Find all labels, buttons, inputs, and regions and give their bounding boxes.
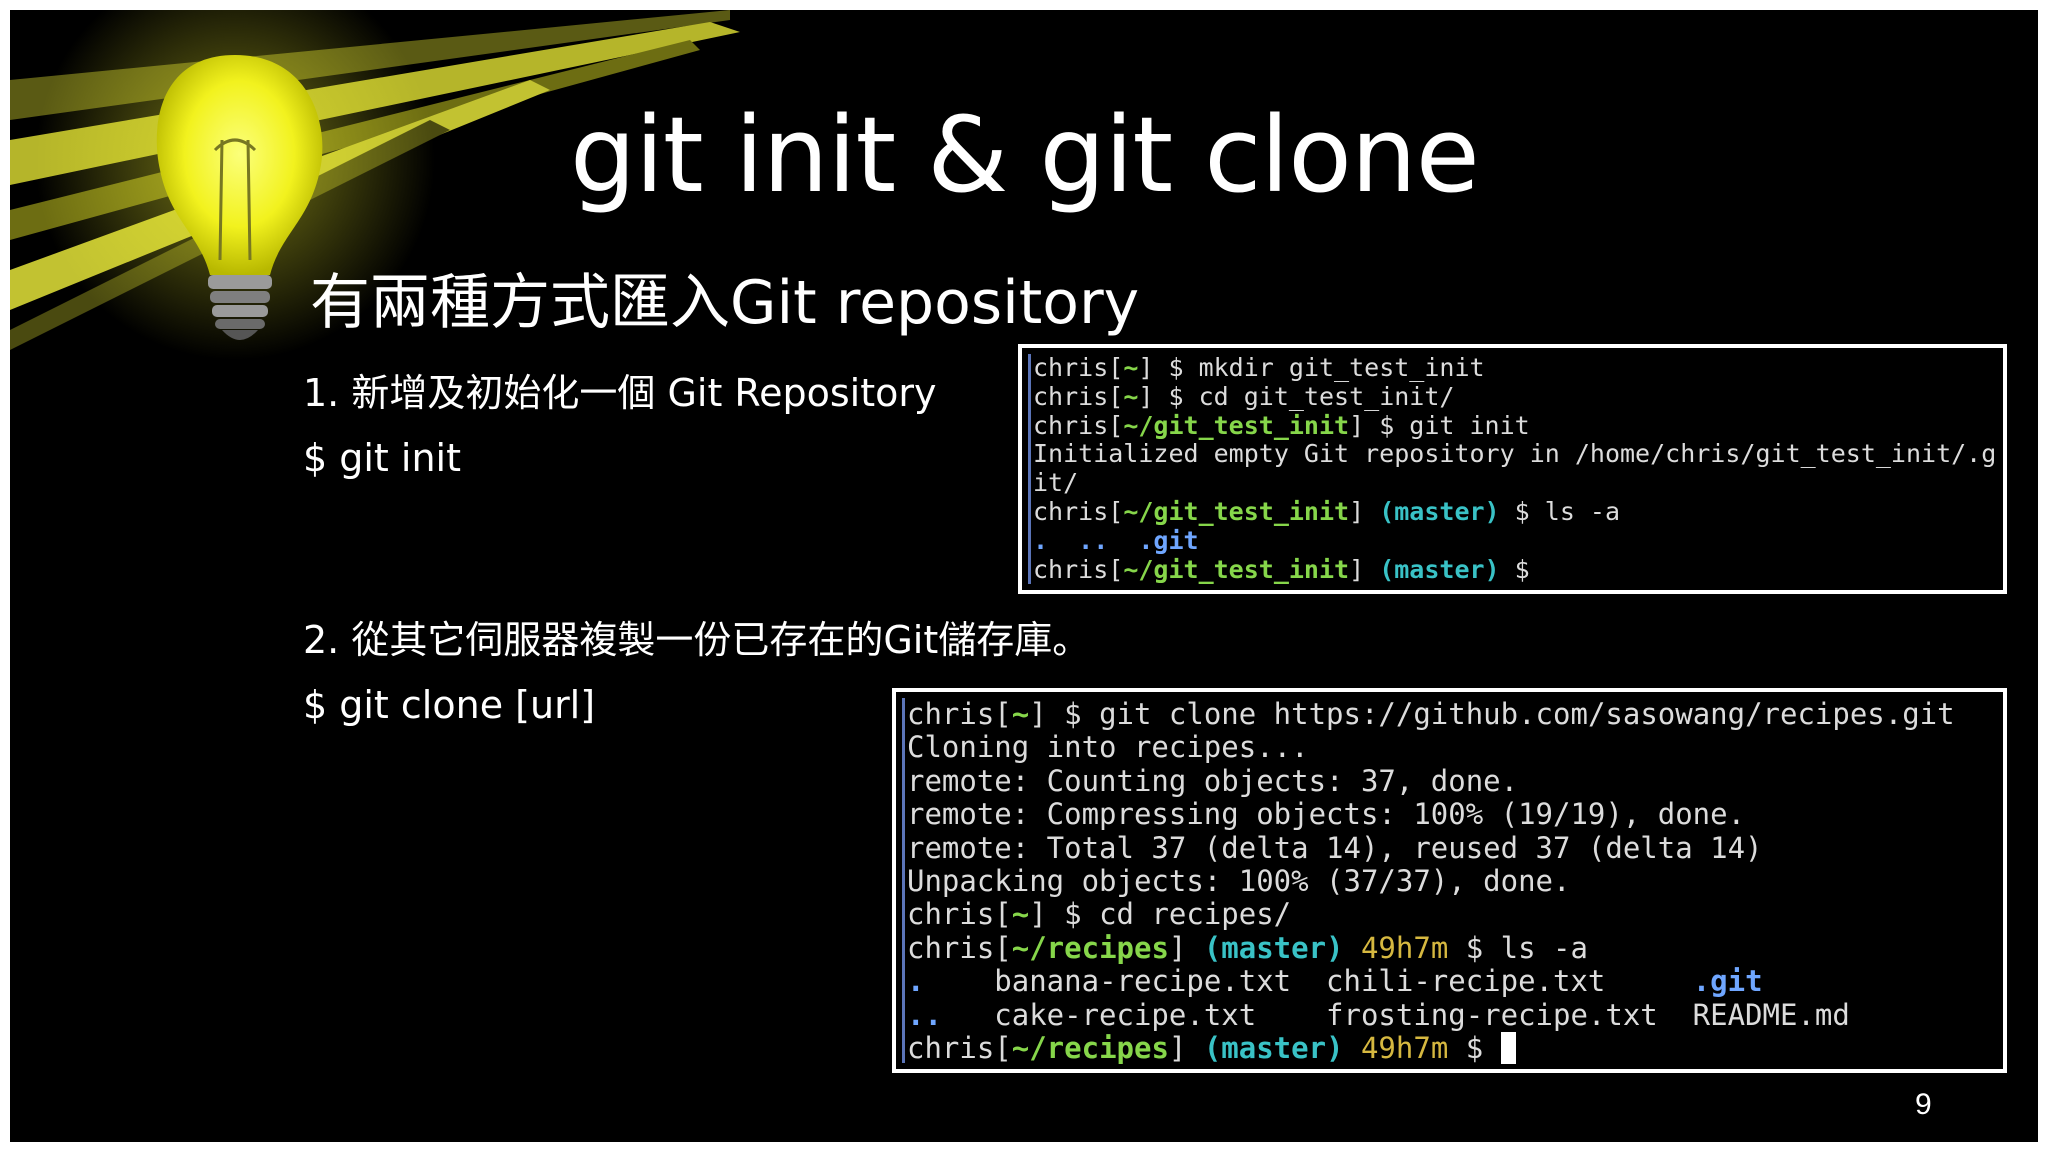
lightbulb-icon [156, 55, 323, 340]
terminal-line: chris[~/recipes] (master) 49h7m $ ls -a [907, 930, 1588, 965]
terminal-line: . .. .git [1033, 525, 1199, 555]
item-1-command: $ git init [303, 436, 462, 480]
item-2-latin: Git [883, 618, 939, 662]
terminal-line: . banana-recipe.txt chili-recipe.txt .gi… [907, 964, 1763, 999]
subtitle-cjk: 有兩種方式匯入 [310, 268, 730, 338]
item-2-cjk-a: 從其它伺服器複製一份已存在的 [351, 618, 884, 662]
terminal-line: chris[~/recipes] (master) 49h7m $ [905, 1031, 1997, 1065]
terminal-line: chris[~/git_test_init] (master) $ ls -a [1033, 496, 1621, 526]
terminal-line: chris[~] $ cd git_test_init/ [1033, 381, 1455, 411]
terminal-line: Initialized empty Git repository in /hom… [1033, 439, 1997, 469]
item-1-number: 1. [303, 371, 352, 415]
item-1-latin: Git Repository [655, 371, 937, 415]
page-number: 9 [1915, 1088, 1932, 1121]
terminal-line: chris[~/git_test_init] $ git init [1033, 410, 1530, 440]
terminal-git-clone: chris[~] $ git clone https://github.com/… [892, 688, 2007, 1073]
item-2-command: $ git clone [url] [303, 683, 596, 727]
slide-subtitle: 有兩種方式匯入Git repository [310, 265, 1139, 341]
item-2-cjk-b: 儲存庫。 [938, 618, 1091, 662]
terminal-line: remote: Total 37 (delta 14), reused 37 (… [907, 830, 1763, 865]
item-2-number: 2. [303, 618, 352, 662]
terminal-line: chris[~] $ git clone https://github.com/… [907, 697, 1955, 731]
terminal-clone-content: chris[~] $ git clone https://github.com/… [902, 697, 1997, 1065]
terminal-line: chris[~] $ mkdir git_test_init [1033, 353, 1485, 382]
terminal-line: chris[~] $ cd recipes/ [907, 897, 1292, 932]
subtitle-latin: Git repository [730, 268, 1140, 338]
terminal-line: remote: Counting objects: 37, done. [907, 763, 1519, 798]
slide: git init & git clone 有兩種方式匯入Git reposito… [10, 10, 2038, 1142]
item-1-heading: 1. 新增及初始化一個 Git Repository [303, 368, 936, 418]
terminal-line: .. cake-recipe.txt frosting-recipe.txt R… [907, 997, 1850, 1032]
slide-title: git init & git clone [570, 94, 1480, 216]
terminal-init-content: chris[~] $ mkdir git_test_init chris[~] … [1028, 353, 1999, 584]
item-2-heading: 2. 從其它伺服器複製一份已存在的Git儲存庫。 [303, 615, 1090, 665]
terminal-git-init: chris[~] $ mkdir git_test_init chris[~] … [1018, 344, 2007, 594]
terminal-line: Cloning into recipes... [907, 730, 1309, 765]
terminal-line: it/ [1033, 468, 1079, 498]
item-1-cjk: 新增及初始化一個 [351, 371, 656, 415]
lightbulb-decoration [10, 10, 740, 360]
terminal-cursor [1500, 1032, 1516, 1065]
terminal-line: remote: Compressing objects: 100% (19/19… [907, 797, 1746, 832]
terminal-line: chris[~/git_test_init] (master) $ [1033, 554, 1530, 584]
terminal-line: Unpacking objects: 100% (37/37), done. [907, 864, 1571, 899]
